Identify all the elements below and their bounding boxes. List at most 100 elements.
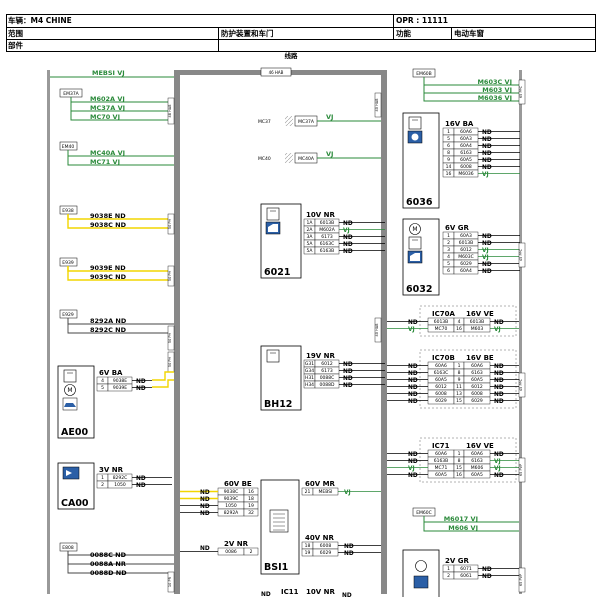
bsi1-60v-be-pin: 18 [248, 496, 254, 502]
function-value: 电动车窗 [454, 29, 484, 38]
component-6021-wire-color: ND [343, 235, 353, 241]
component-ca00-key-icon-shape [66, 470, 72, 476]
wire-label-8292c: 8292C ND [90, 326, 127, 334]
component-6032-wire: 60A3 [460, 233, 472, 239]
interconnect-ic70b-right-color: ND [494, 385, 504, 391]
component-bh12-wire-color: ND [343, 383, 353, 389]
interconnect-ic70a-id: IC70A [432, 310, 455, 318]
interconnect-ic70b-pin: 11 [456, 384, 462, 390]
component-6036-wire-color: ND [482, 165, 492, 171]
interconnect-ic70b-left-wire: 60A5 [435, 377, 447, 383]
interconnect-ic70a-left-color: VJ [408, 327, 415, 333]
harness-label-right-4: 65 PVP [519, 574, 523, 586]
component-6036-id: 6036 [406, 197, 433, 208]
component-6036-wire: 60A3 [460, 136, 472, 142]
title-row-2: 范围 防护装置和车门 功能 电动车窗 [7, 27, 595, 39]
title-row-3: 部件 [7, 39, 595, 51]
component-ae00-harness [167, 325, 175, 351]
wire-label-m603c: M603C VJ [477, 78, 512, 86]
component-bh12-pin: G34 [305, 368, 314, 374]
wire-label-m606: M606 VJ [448, 524, 478, 532]
component-6032-pin: 3 [447, 247, 450, 253]
component-6032-panel-icon [408, 236, 422, 250]
component-6036-pin: 9 [447, 157, 450, 163]
ic11-partial-nd: ND [342, 593, 352, 597]
component-6032-pin: 1 [447, 233, 450, 239]
component-6021-wire: 6173 [321, 234, 333, 240]
bsi1-2v-nr-wire: 0086 [225, 549, 237, 555]
interconnect-ic71-right-color: VJ [494, 459, 501, 465]
component-6021-connector: 10V NR [306, 211, 335, 219]
bsi1-40v-nr-label: 40V NR [305, 534, 334, 542]
harness-label-9: 65 PPC [519, 85, 523, 98]
interconnect-ic70b-right-color: ND [494, 364, 504, 370]
splice-mc40-box: MC40A [298, 156, 315, 162]
interconnect-ic70a-right-wire: 6013B [470, 319, 485, 325]
interconnect-ic70a-right-color: VJ [494, 327, 501, 333]
harness-label-3: 50 PH [168, 270, 172, 281]
component-6036-wire: 6163 [460, 150, 472, 156]
e929-group: E929 8292A ND 8292C ND 50 PH [59, 309, 175, 373]
component-ae00-panel-icon [63, 369, 77, 383]
component-bsi1-id: BSI1 [264, 562, 288, 573]
interconnect-ic70b-left-color: ND [408, 399, 418, 405]
interconnect-ic70b-right-color: ND [494, 378, 504, 384]
opr-number: OPR : 11111 [396, 16, 448, 25]
component-6021-wire-color: ND [343, 242, 353, 248]
interconnect-ic70a-pin: 16 [456, 326, 462, 332]
component-2v-gr-wire-color: ND [482, 567, 492, 573]
e939-group: E939 9039E ND 9039C ND 50 PH [59, 257, 175, 287]
component-6032-wire-color: ND [482, 234, 492, 240]
bsi1-40v-nr-wire: 6008 [320, 543, 332, 549]
wire-label-m603: M603 VJ [482, 86, 512, 94]
diagram-title: 线路 [285, 51, 299, 60]
connector-em60c: EM60C [416, 510, 432, 516]
interconnect-ic71-left-color: ND [408, 459, 418, 465]
wire-label-mc40a: MC40A VJ [90, 149, 125, 157]
component-6021-wire-color: ND [343, 249, 353, 255]
component-6032-pin: 6 [447, 268, 450, 274]
interconnect-ic70b-right-wire: 6029 [471, 398, 483, 404]
interconnect-ic70b-left-color: ND [408, 371, 418, 377]
component-6032-pin: 2 [447, 240, 450, 246]
bsi1-60v-be-pin: 19 [248, 503, 254, 509]
component-ca00-wire-color: ND [136, 483, 146, 489]
title-row-1: 车辆：M4 CHINE OPR : 11111 [7, 15, 595, 27]
component-bh12-pin: H34 [305, 382, 314, 388]
main-harness-frame: 46 HAB [174, 67, 387, 594]
harness-label-right-0: 40 HAB [375, 323, 379, 337]
harness-label-right-3: 65 PVP [519, 464, 523, 476]
component-6032-wire-color: ND [482, 262, 492, 268]
component-ae00-pin: 4 [101, 378, 104, 384]
part-label: 部件 [8, 41, 23, 50]
interconnect-ic70b-pin: 9 [458, 377, 461, 383]
wire-label-9039c: 9039C ND [90, 273, 127, 281]
component-2v-gr-motor-icon [415, 560, 427, 572]
bsi1-60v-be-wire: 8292A [224, 510, 239, 516]
interconnect-ic70a-left-wire: MC70 [435, 326, 448, 332]
interconnect-ic70a-right-color: ND [494, 320, 504, 326]
wire-label-8292a: 8292A ND [90, 317, 127, 325]
interconnect-ic71-right-wire: 6163 [471, 458, 483, 464]
component-ae00-motor-icon-m: M [67, 387, 72, 394]
bsi1-40v-nr-color: ND [344, 544, 354, 550]
component-6036-wire: 60A5 [460, 157, 472, 163]
component-6032-wire-color: ND [482, 241, 492, 247]
wire-label-m6017: M6017 VJ [444, 515, 478, 523]
component-bh12-connector: 19V NR [306, 352, 335, 360]
component-ae00-wire: 9038E [113, 378, 127, 384]
wire-label-9039e: 9039E ND [90, 264, 126, 272]
component-6036-wire-color: VJ [482, 172, 489, 178]
component-6032-wire: M603C [458, 254, 474, 260]
interconnect-ic71-right-wire: 60A6 [471, 451, 483, 457]
interconnect-ic70a-frame [419, 305, 517, 337]
component-6032-id: 6032 [406, 284, 432, 295]
bsi1-60v-mr-pin: 21 [305, 489, 311, 495]
interconnect-ic71-connector: 16V VE [466, 442, 494, 450]
bsi1-60v-be-color: ND [200, 504, 210, 510]
interconnect-ic71-pin: 8 [458, 458, 461, 464]
